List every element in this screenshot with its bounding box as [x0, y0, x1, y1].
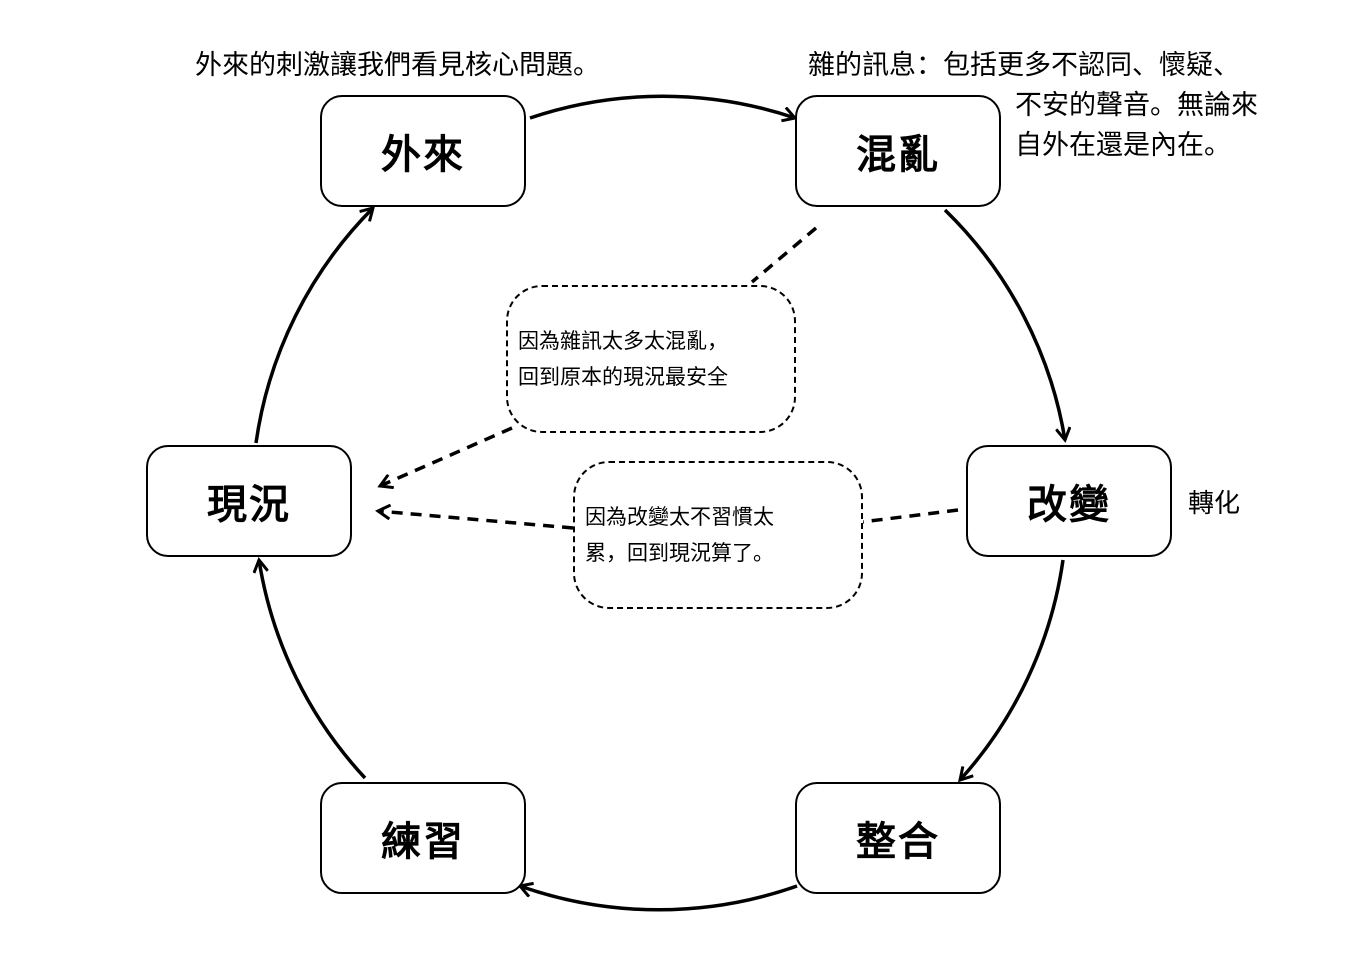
node-change-label: 改變	[1027, 481, 1111, 528]
arrow-status-quo-to-external	[254, 208, 373, 444]
callout-change-return: 因為改變太不習慣太 累，回到現況算了。	[573, 461, 863, 609]
arrow-practice-to-status-quo	[259, 560, 367, 780]
node-external-label: 外來	[381, 131, 465, 178]
arrow-chaos-to-change	[943, 208, 1065, 440]
chaos-note-line-3: 自外在還是內在。	[1015, 130, 1231, 161]
callout-change-return-line-1: 因為改變太不習慣太	[585, 505, 774, 529]
arrow-integrate-to-practice	[520, 886, 798, 912]
chaos-note-line-1: 雜的訊息：包括更多不認同、懷疑、	[808, 50, 1240, 81]
node-practice-label: 練習	[381, 818, 465, 865]
callout-chaos-return: 因為雜訊太多太混亂， 回到原本的現況最安全	[506, 285, 796, 433]
node-status-quo-label: 現況	[207, 481, 291, 528]
arrow-change-to-integrate	[960, 559, 1065, 780]
dashed-connector-chaos	[750, 226, 818, 284]
dashed-connector-change	[861, 508, 959, 524]
chaos-note-line-2: 不安的聲音。無論來	[1015, 90, 1258, 121]
node-integrate-label: 整合	[856, 818, 940, 865]
callout-chaos-return-line-1: 因為雜訊太多太混亂，	[518, 329, 728, 353]
node-chaos-label: 混亂	[856, 131, 940, 178]
callout-change-return-line-2: 累，回到現況算了。	[585, 541, 774, 565]
node-change: 改變	[966, 445, 1172, 557]
node-chaos: 混亂	[795, 95, 1001, 207]
arrow-external-to-chaos	[529, 94, 795, 118]
dashed-arrow-change-to-status-quo	[378, 511, 574, 530]
node-integrate: 整合	[795, 782, 1001, 894]
node-external: 外來	[320, 95, 526, 207]
change-side-label: 轉化	[1188, 489, 1241, 519]
dashed-arrow-chaos-to-status-quo	[380, 426, 513, 486]
external-note: 外來的刺激讓我們看見核心問題。	[195, 50, 600, 81]
node-practice: 練習	[320, 782, 526, 894]
node-status-quo: 現況	[146, 445, 352, 557]
callout-chaos-return-line-2: 回到原本的現況最安全	[518, 365, 728, 389]
